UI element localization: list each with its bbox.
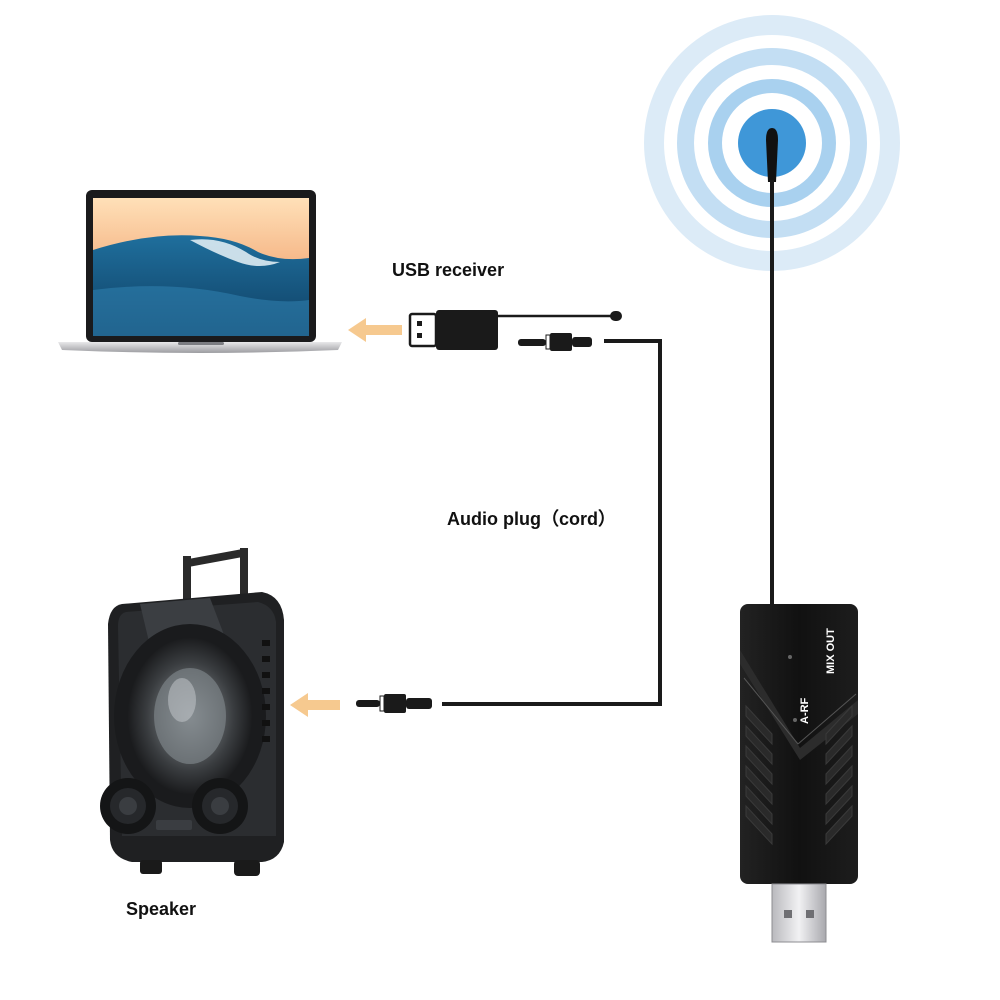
usb-receiver-label: USB receiver [392,260,505,280]
audio-cord [442,339,662,706]
audio-plug-label: Audio plug（cord） [447,509,616,529]
usb-receiver-icon [408,310,622,350]
a-rf-label: A-RF [799,697,811,724]
antenna [766,128,778,610]
speaker-icon [100,548,284,876]
audio-plug-bottom [356,694,432,713]
arrow-left-icon [290,693,340,717]
mix-out-label: MIX OUT [825,628,837,674]
speaker-label: Speaker [126,899,197,919]
audio-plug-top [518,333,592,351]
arrow-left-icon [348,318,402,342]
usb-transmitter-icon [740,604,858,943]
laptop-icon [58,190,342,353]
